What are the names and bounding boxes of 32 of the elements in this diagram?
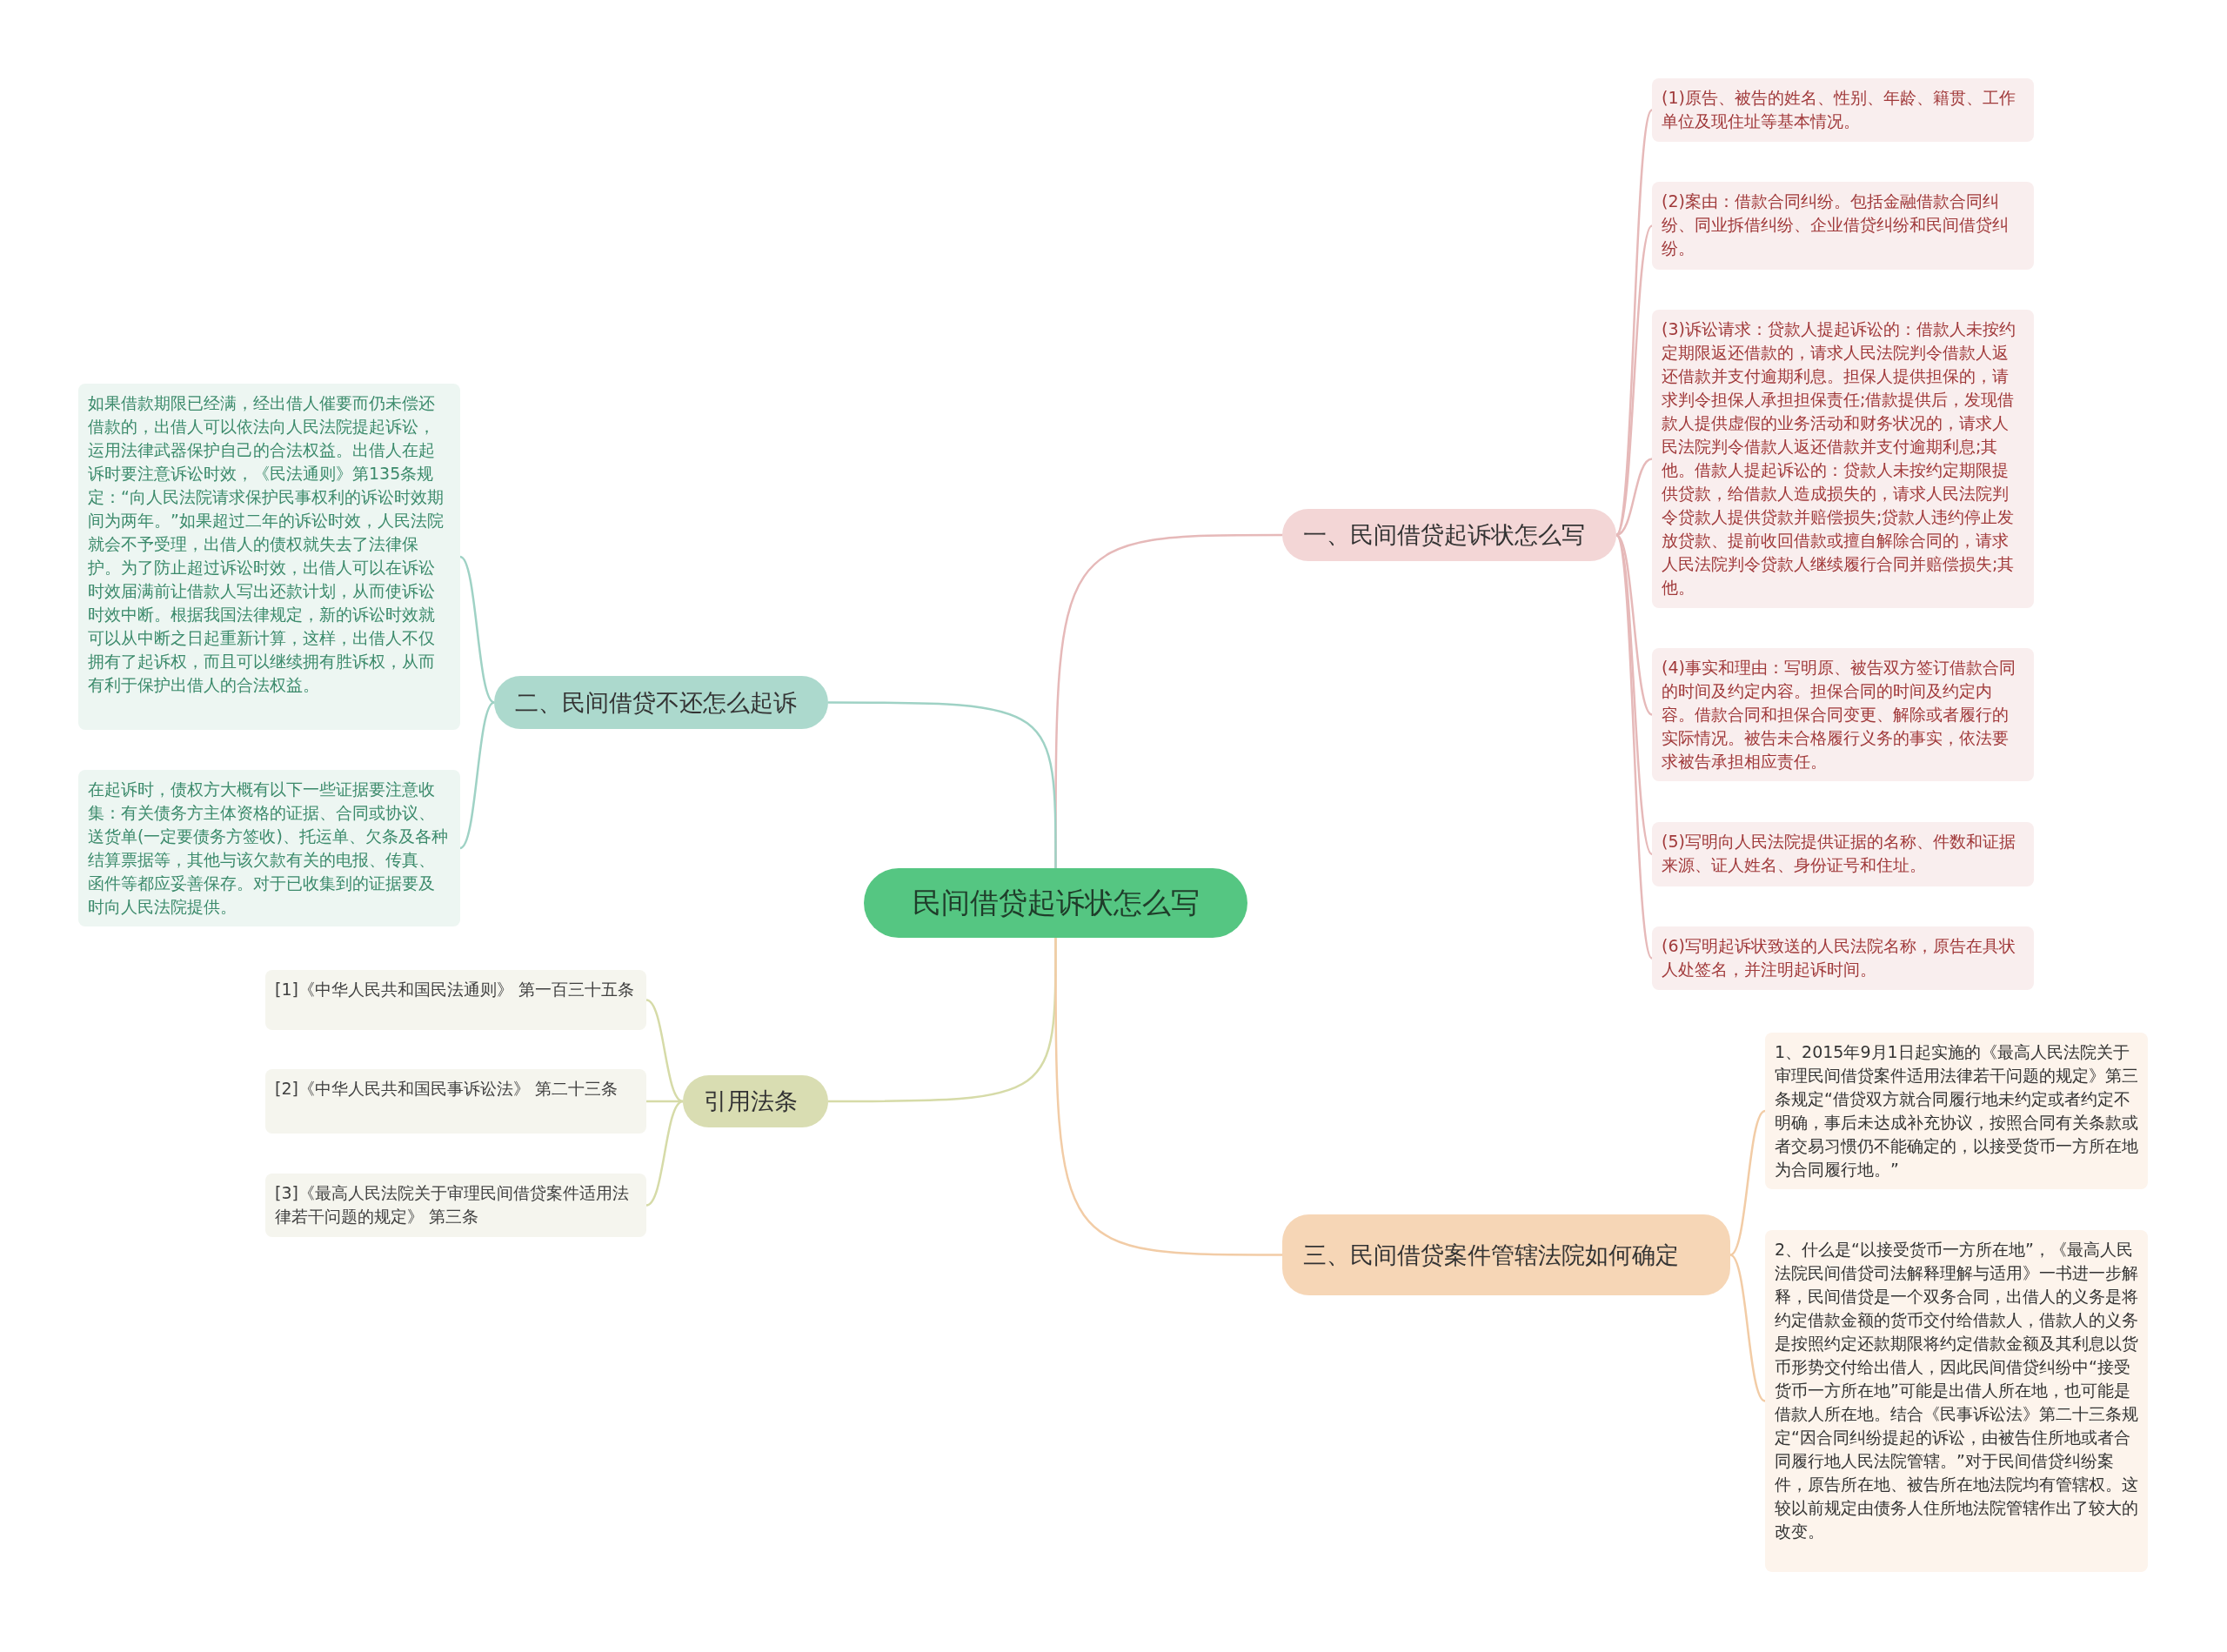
central-topic: 民间借贷起诉状怎么写: [864, 868, 1247, 938]
connector-line: [1054, 938, 1282, 1256]
text-card: 1、2015年9月1日起实施的《最高人民法院关于审理民间借贷案件适用法律若干问题的规定》第三条规定“借贷双方就合同履行地未约定或者约定不明确，事后未达成补充协议，按照合同有关条款或者交易习惯仍不能确定的，以接受货币一方所在地为合同履行地。”: [1765, 1033, 2148, 1189]
text-card: (2)案由：借款合同纠纷。包括金融借款合同纠纷、同业拆借纠纷、企业借贷纠纷和民间借贷纠纷。: [1652, 182, 2034, 270]
connector-line: [459, 556, 495, 704]
text-card: 如果借款期限已经满，经出借人催要而仍未偿还借款的，出借人可以依法向人民法院提起诉讼，运用法律武器保护自己的合法权益。出借人在起诉时要注意诉讼时效，《民法通则》第135条规定：“向人民法院请求保护民事权利的诉讼时效期间为两年。”如果超过二年的诉讼时效，人民法院就会不予受理，出借人的债权就失去了法律保护。为了防止超过诉讼时效，出借人可以在诉讼时效届满前让借款人写出还款计划，从而使诉讼时效中断。根据我国法律规定，新的诉讼时效就可以从中断之日起重新计算，这样，出借人不仅拥有了起诉权，而且可以继续拥有胜诉权，从而有利于保护出借人的合法权益。: [78, 384, 460, 730]
connector-line: [1729, 1254, 1766, 1402]
text-card: (6)写明起诉状致送的人民法院名称，原告在具状人处签名，并注明起诉时间。: [1652, 926, 2034, 990]
connector-line: [828, 701, 1057, 868]
text-card: (1)原告、被告的姓名、性别、年龄、籍贯、工作单位及现住址等基本情况。: [1652, 78, 2034, 142]
connector-line: [1615, 458, 1653, 537]
text-card: [2]《中华人民共和国民事诉讼法》 第二十三条: [265, 1069, 646, 1134]
branch-topic: 一、民间借贷起诉状怎么写: [1282, 509, 1616, 561]
text-card: (3)诉讼请求：贷款人提起诉讼的：借款人未按约定期限返还借款的，请求人民法院判令借款人返还借款并支付逾期利息。担保人提供担保的，请求判令担保人承担担保责任;借款提供后，发现借款人提供虚假的业务活动和财务状况的，请求人民法院判令借款人返还借款并支付逾期利息;其他。借款人提起诉讼的：贷款人未按约定期限提供贷款，给借款人造成损失的，请求人民法院判令贷款人提供贷款并赔偿损失;贷款人违约停止发放贷款、提前收回借款或擅自解除合同的，请求人民法院判令贷款人继续履行合同并赔偿损失;其他。: [1652, 310, 2034, 608]
connector-line: [645, 1100, 684, 1207]
connector-line: [459, 701, 495, 849]
text-card: (5)写明向人民法院提供证据的名称、件数和证据来源、证人姓名、身份证号和住址。: [1652, 822, 2034, 886]
connector-line: [645, 999, 684, 1103]
connector-line: [1615, 534, 1654, 960]
branch-topic: 三、民间借贷案件管辖法院如何确定: [1282, 1214, 1730, 1295]
text-card: [3]《最高人民法院关于审理民间借贷案件适用法律若干问题的规定》 第三条: [265, 1174, 646, 1237]
connector-line: [1729, 1109, 1766, 1256]
branch-topic: 引用法条: [683, 1075, 828, 1127]
branch-topic: 二、民间借贷不还怎么起诉: [494, 676, 828, 729]
connector-line: [1615, 534, 1654, 855]
text-card: (4)事实和理由：写明原、被告双方签订借款合同的时间及约定内容。担保合同的时间及约定内容。借款合同和担保合同变更、解除或者履行的实际情况。被告未合格履行义务的事实，依法要求被告承担相应责任。: [1652, 648, 2034, 781]
text-card: 在起诉时，债权方大概有以下一些证据要注意收集：有关债务方主体资格的证据、合同或协议、送货单(一定要债务方签收)、托运单、欠条及各种结算票据等，其他与该欠款有关的电报、传真、函件等都应妥善保存。对于已收集到的证据要及时向人民法院提供。: [78, 770, 460, 926]
connector-line: [1615, 224, 1654, 536]
connector-line: [646, 1100, 683, 1103]
text-card: 2、什么是“以接受货币一方所在地”，《最高人民法院民间借贷司法解释理解与适用》一书进一步解释，民间借贷是一个双务合同，出借人的义务是将约定借款金额的货币交付给借款人，借款人的义务是按照约定还款期限将约定借款金额及其利息以货币形势交付给出借人，因此民间借贷纠纷中“接受货币一方所在地”可能是出借人所在地，也可能是借款人所在地。结合《民事诉讼法》第二十三条规定“因合同纠纷提起的诉讼，由被告住所地或者合同履行地人民法院管辖。”对于民间借贷纠纷案件，原告所在地、被告所在地法院均有管辖权。这较以前规定由债务人住所地法院管辖作出了较大的改变。: [1765, 1230, 2148, 1572]
text-card: [1]《中华人民共和国民法通则》 第一百三十五条: [265, 970, 646, 1030]
connector-line: [1615, 109, 1654, 536]
